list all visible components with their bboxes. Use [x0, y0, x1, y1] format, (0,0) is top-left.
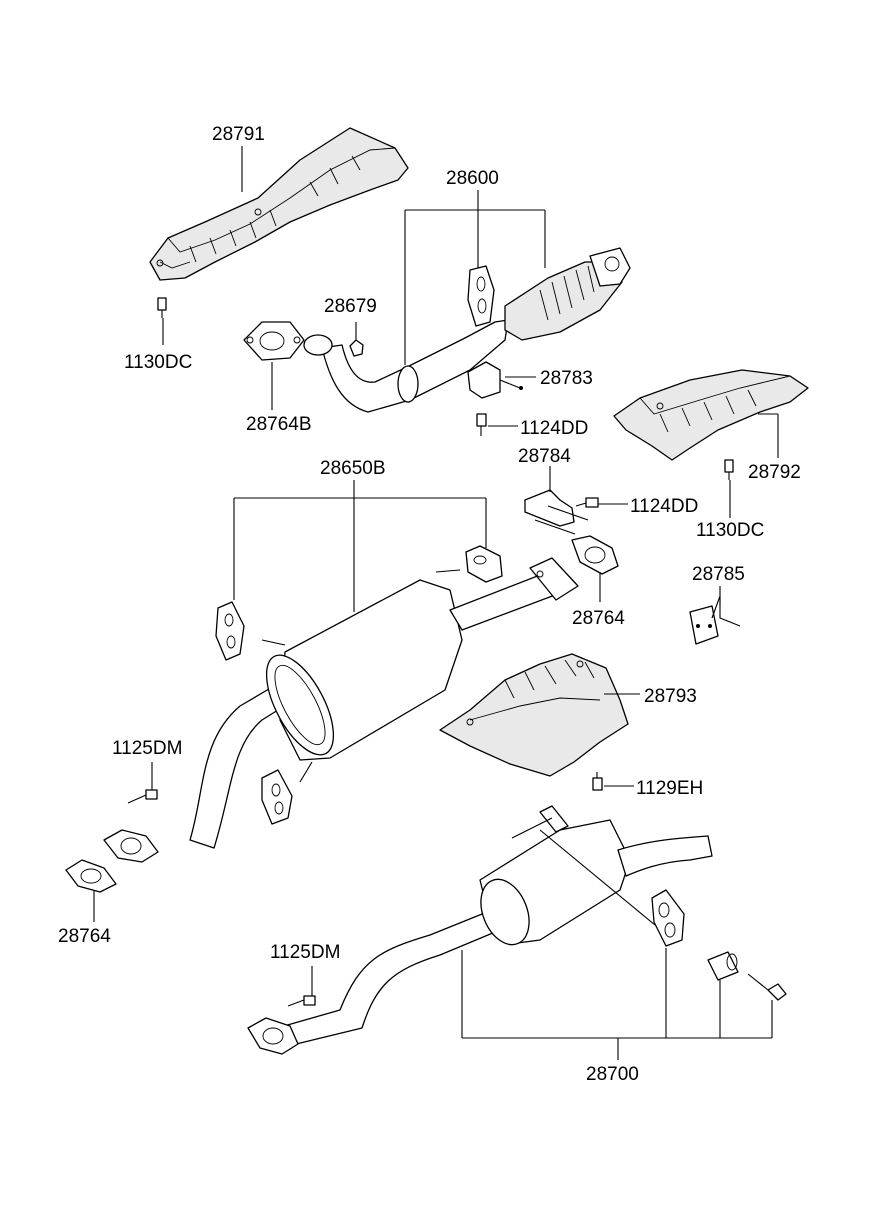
bolt-rear-muffler[interactable]	[747, 973, 787, 1001]
label-28700: 28700	[586, 1064, 639, 1085]
rubber-hanger-rear[interactable]	[651, 889, 685, 947]
collar-spacer[interactable]	[707, 951, 739, 981]
label-28785: 28785	[692, 564, 745, 585]
bolt-1129eh[interactable]	[592, 772, 603, 791]
bolt-1124dd-lower[interactable]	[575, 497, 599, 508]
rear-muffler-28700[interactable]	[247, 805, 713, 1055]
label-28783: 28783	[540, 368, 593, 389]
bracket-28784[interactable]	[524, 489, 589, 535]
rubber-hanger-right-top[interactable]	[465, 545, 503, 583]
center-muffler-28650b[interactable]	[189, 557, 579, 849]
gasket-28764b[interactable]	[243, 321, 305, 361]
heat-shield-28793[interactable]	[439, 653, 629, 777]
pipe-flange-rear[interactable]	[247, 1017, 299, 1055]
label-28764b: 28764B	[246, 414, 312, 435]
nut-28679[interactable]	[349, 339, 364, 357]
label-1130dc-right: 1130DC	[696, 520, 764, 541]
label-28650b: 28650B	[320, 458, 386, 479]
gasket-28764-left[interactable]	[65, 859, 117, 893]
bracket-28783[interactable]	[467, 361, 523, 399]
gasket-28764-mid[interactable]	[571, 535, 619, 575]
rubber-hanger-bottom[interactable]	[261, 769, 293, 825]
front-pipe-catalytic-converter-28600[interactable]	[303, 247, 631, 413]
label-28764-mid: 28764	[572, 608, 625, 629]
label-1124dd-lower: 1124DD	[630, 496, 698, 517]
label-1125dm-left: 1125DM	[112, 738, 182, 759]
label-1130dc-left: 1130DC	[124, 352, 192, 373]
bracket-28785[interactable]	[689, 595, 741, 645]
label-28793: 28793	[644, 686, 697, 707]
rubber-hanger-left[interactable]	[215, 601, 245, 661]
label-28679: 28679	[324, 296, 377, 317]
label-28764-left: 28764	[58, 926, 111, 947]
label-28792: 28792	[748, 462, 801, 483]
label-28600: 28600	[446, 168, 499, 189]
bolt-1124dd-upper[interactable]	[476, 413, 487, 436]
pipe-flange-center[interactable]	[103, 829, 159, 863]
bolt-1130dc-left[interactable]	[157, 297, 167, 345]
label-1124dd-upper: 1124DD	[520, 418, 588, 439]
heat-shield-28791[interactable]	[149, 127, 409, 281]
label-1129eh: 1129EH	[636, 778, 703, 799]
bolt-1130dc-right[interactable]	[724, 459, 734, 480]
heat-shield-28792[interactable]	[613, 369, 809, 461]
label-1125dm-bottom: 1125DM	[270, 942, 340, 963]
label-28791: 28791	[212, 124, 265, 145]
rubber-hanger-upper[interactable]	[467, 265, 495, 327]
bolt-1125dm-bottom[interactable]	[287, 995, 316, 1007]
label-28784: 28784	[518, 446, 571, 467]
bolt-1125dm-left[interactable]	[127, 789, 158, 804]
